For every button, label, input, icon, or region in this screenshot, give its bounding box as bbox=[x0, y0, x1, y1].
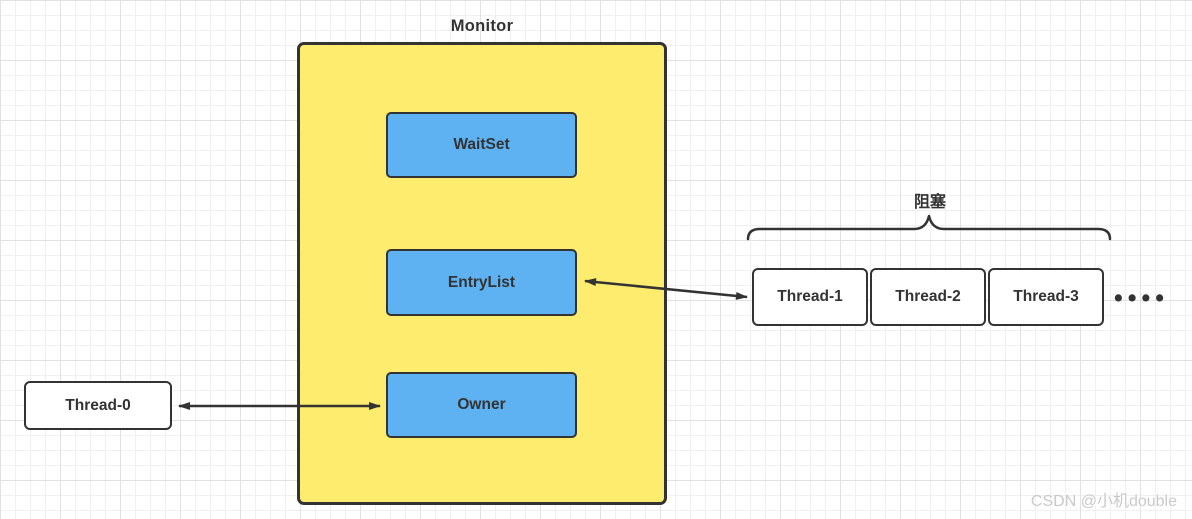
waitset-label: WaitSet bbox=[453, 136, 510, 153]
waitset-box: WaitSet bbox=[386, 112, 577, 178]
blocked-label: 阻塞 bbox=[913, 194, 946, 211]
thread-0-label: Thread-0 bbox=[65, 396, 131, 414]
thread-0-box: Thread-0 bbox=[24, 381, 172, 430]
csdn-watermark: CSDN @小机double bbox=[1030, 493, 1177, 510]
owner-box: Owner bbox=[386, 372, 577, 438]
ellipsis-dots-icon: •••• bbox=[1114, 284, 1170, 312]
thread-1-box: Thread-1 bbox=[752, 268, 868, 326]
thread-2-label: Thread-2 bbox=[895, 288, 961, 305]
entrylist-label: EntryList bbox=[447, 273, 516, 291]
thread-3-box: Thread-3 bbox=[988, 268, 1104, 326]
blocked-brace-icon bbox=[746, 214, 1112, 241]
thread-3-label: Thread-3 bbox=[1013, 288, 1079, 305]
blocked-thread-row: Thread-1 Thread-2 Thread-3 bbox=[752, 268, 1104, 326]
thread-1-label: Thread-1 bbox=[777, 288, 843, 305]
monitor-title: Monitor bbox=[450, 17, 514, 35]
thread-2-box: Thread-2 bbox=[870, 268, 986, 326]
entrylist-box: EntryList bbox=[386, 249, 577, 316]
monitor-container: WaitSet EntryList Owner bbox=[297, 42, 667, 505]
owner-label: Owner bbox=[457, 396, 506, 413]
